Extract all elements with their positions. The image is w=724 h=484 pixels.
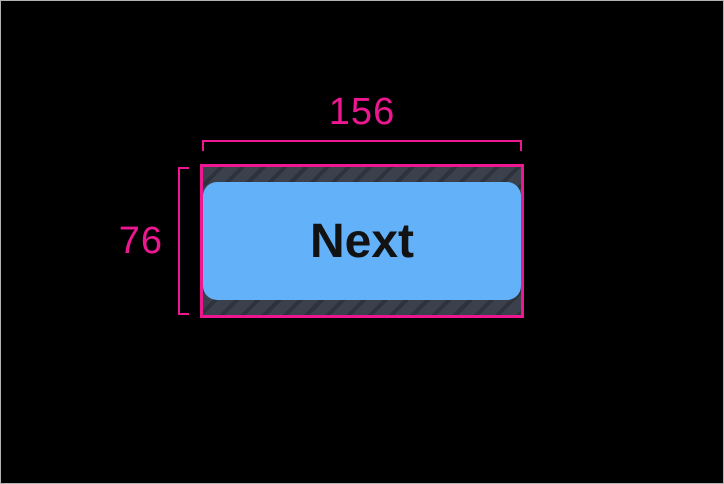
- height-measurement-bracket: [178, 167, 189, 315]
- button-bounds-box-with-padding-hatch: Next: [200, 164, 524, 318]
- next-button[interactable]: Next: [203, 182, 521, 300]
- height-dimension-label: 76: [118, 220, 163, 262]
- width-measurement-bracket: [202, 140, 522, 151]
- width-dimension-label: 156: [328, 91, 396, 133]
